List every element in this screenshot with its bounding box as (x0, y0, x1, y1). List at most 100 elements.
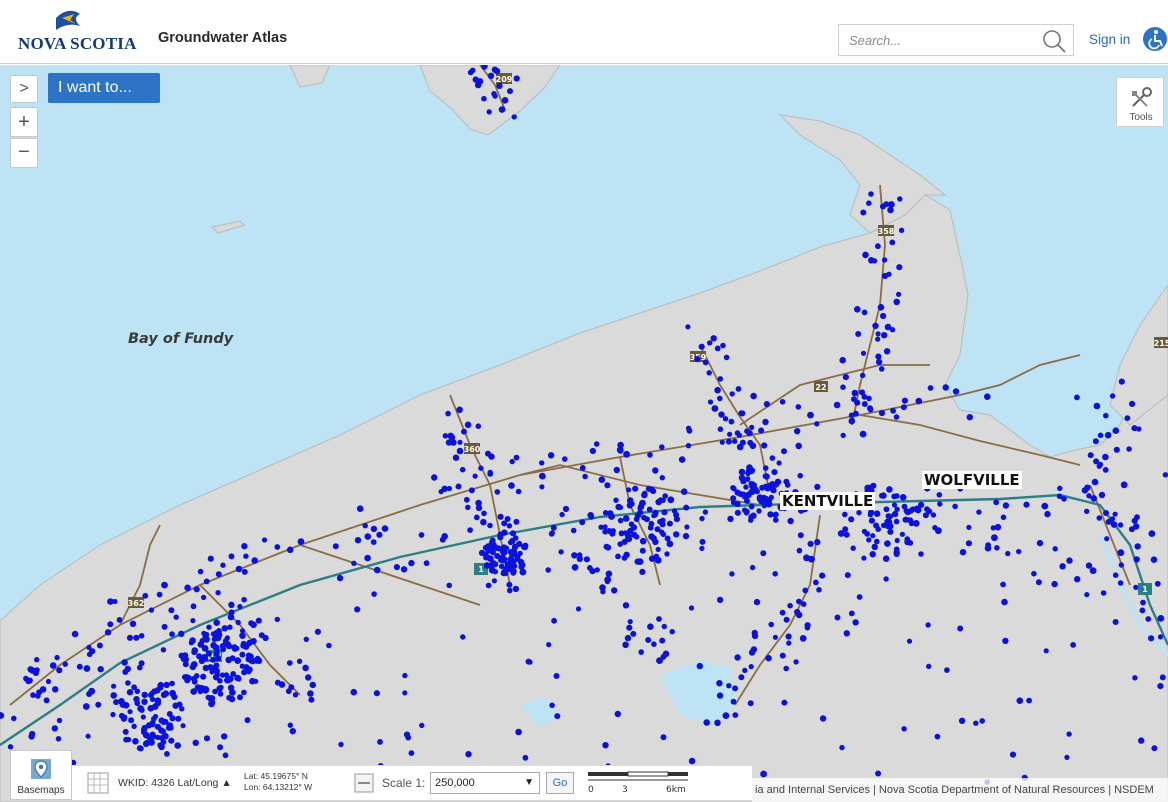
well-point[interactable] (1066, 731, 1072, 737)
well-point[interactable] (879, 203, 886, 210)
sign-in-link[interactable]: Sign in (1089, 32, 1131, 47)
well-point[interactable] (626, 487, 632, 493)
well-point[interactable] (518, 563, 525, 570)
well-point[interactable] (83, 665, 91, 672)
well-point[interactable] (296, 658, 303, 664)
nova-scotia-logo[interactable]: NOVA SCOTIA (18, 10, 146, 58)
well-point[interactable] (624, 634, 632, 642)
well-point[interactable] (237, 604, 243, 610)
well-point[interactable] (96, 642, 103, 649)
well-point[interactable] (907, 540, 914, 546)
well-point[interactable] (465, 751, 472, 758)
well-point[interactable] (218, 684, 224, 691)
well-point[interactable] (493, 67, 501, 75)
well-point[interactable] (491, 91, 497, 97)
well-point[interactable] (699, 538, 706, 545)
well-point[interactable] (743, 484, 749, 490)
well-point[interactable] (138, 660, 145, 667)
well-point[interactable] (234, 645, 240, 652)
well-point[interactable] (748, 649, 756, 656)
well-point[interactable] (222, 752, 229, 759)
well-point[interactable] (842, 511, 848, 518)
well-point[interactable] (768, 621, 774, 628)
well-point[interactable] (993, 499, 1000, 506)
well-point[interactable] (630, 630, 637, 637)
well-point[interactable] (958, 717, 966, 724)
well-point[interactable] (814, 538, 821, 546)
well-point[interactable] (550, 524, 557, 531)
well-point[interactable] (150, 722, 156, 728)
well-point[interactable] (748, 664, 754, 670)
well-point[interactable] (703, 719, 710, 726)
well-point[interactable] (219, 672, 226, 678)
well-point[interactable] (848, 412, 855, 418)
well-point[interactable] (883, 348, 891, 355)
well-point[interactable] (652, 467, 659, 474)
well-point[interactable] (711, 405, 719, 412)
well-point[interactable] (76, 663, 83, 670)
well-point[interactable] (228, 695, 236, 703)
well-point[interactable] (602, 742, 609, 749)
well-point[interactable] (225, 656, 232, 664)
well-point[interactable] (488, 539, 496, 547)
well-point[interactable] (1117, 522, 1124, 528)
well-point[interactable] (748, 503, 755, 510)
well-point[interactable] (188, 640, 194, 646)
well-point[interactable] (1002, 637, 1009, 645)
zoom-out-button[interactable]: − (10, 138, 38, 168)
well-point[interactable] (163, 681, 170, 689)
well-point[interactable] (487, 522, 493, 529)
well-point[interactable] (848, 417, 856, 425)
well-point[interactable] (914, 506, 922, 514)
well-point[interactable] (510, 548, 517, 555)
well-point[interactable] (1059, 563, 1066, 570)
well-point[interactable] (181, 674, 188, 680)
well-point[interactable] (773, 511, 779, 518)
well-point[interactable] (539, 472, 546, 480)
well-point[interactable] (1110, 521, 1118, 528)
well-point[interactable] (799, 635, 807, 642)
well-point[interactable] (239, 651, 246, 658)
well-point[interactable] (243, 664, 250, 671)
well-point[interactable] (499, 548, 506, 555)
well-point[interactable] (859, 389, 866, 396)
well-point[interactable] (217, 691, 224, 697)
well-point[interactable] (1128, 526, 1135, 533)
well-point[interactable] (274, 544, 281, 550)
well-point[interactable] (867, 405, 873, 412)
well-point[interactable] (868, 191, 874, 197)
well-point[interactable] (170, 692, 176, 698)
well-point[interactable] (991, 534, 998, 542)
well-point[interactable] (871, 258, 878, 264)
well-point[interactable] (720, 342, 726, 349)
well-point[interactable] (871, 544, 878, 551)
well-point[interactable] (627, 527, 634, 534)
well-point[interactable] (457, 439, 463, 445)
well-point[interactable] (0, 712, 5, 719)
well-point[interactable] (883, 576, 889, 582)
well-point[interactable] (34, 657, 40, 663)
well-point[interactable] (229, 689, 236, 696)
well-point[interactable] (648, 555, 656, 562)
well-point[interactable] (221, 625, 228, 632)
well-point[interactable] (666, 540, 674, 548)
well-point[interactable] (489, 547, 496, 555)
well-point[interactable] (749, 564, 756, 571)
well-point[interactable] (738, 674, 745, 681)
well-point[interactable] (740, 491, 747, 498)
well-point[interactable] (944, 667, 950, 673)
well-point[interactable] (1150, 556, 1158, 563)
well-point[interactable] (506, 523, 513, 529)
well-point[interactable] (694, 356, 701, 363)
well-point[interactable] (605, 544, 612, 551)
well-point[interactable] (646, 506, 653, 513)
well-point[interactable] (132, 738, 139, 745)
well-point[interactable] (860, 372, 866, 379)
well-point[interactable] (656, 657, 663, 664)
well-point[interactable] (819, 715, 827, 722)
well-point[interactable] (738, 474, 746, 482)
well-point[interactable] (866, 200, 872, 206)
well-point[interactable] (662, 493, 668, 499)
well-point[interactable] (682, 532, 690, 540)
well-point[interactable] (476, 78, 484, 85)
